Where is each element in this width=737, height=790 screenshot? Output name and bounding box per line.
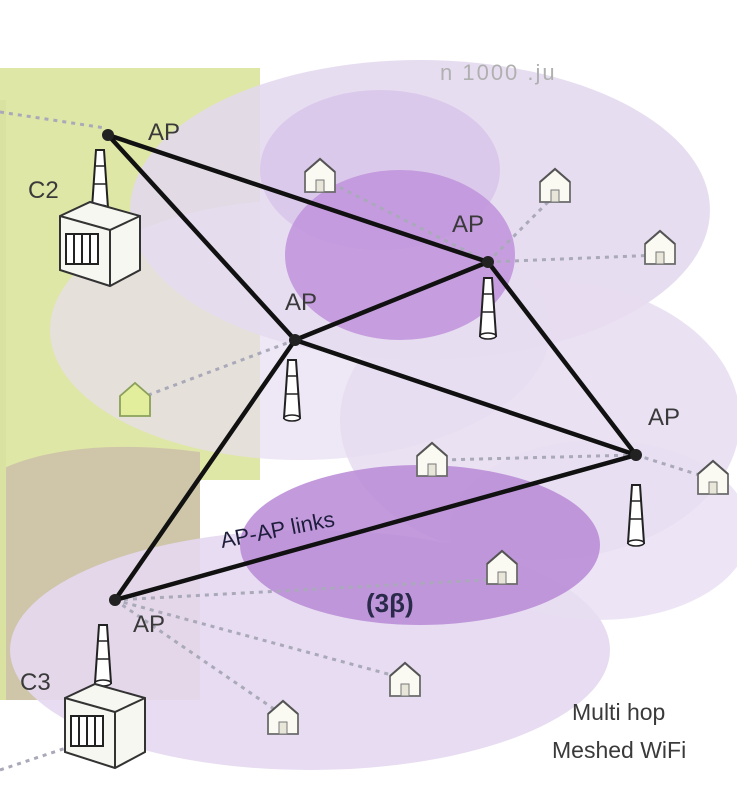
top-text-fragment: n 1000 .ju (440, 60, 557, 85)
access-points (91, 129, 645, 687)
building-icon (64, 683, 146, 769)
ap-label: AP (148, 119, 180, 146)
ap-label: AP (133, 611, 165, 638)
ap-label: AP (285, 289, 317, 316)
beta-label: (3β) (366, 588, 414, 618)
c2-label: C2 (28, 177, 59, 204)
ap-node (482, 256, 494, 268)
ap-node (102, 129, 114, 141)
ap-node (630, 449, 642, 461)
ap-ap-links (105, 132, 639, 603)
caption-line-2: Meshed WiFi (552, 737, 686, 763)
ap-node (109, 594, 121, 606)
ap-label: AP (648, 404, 680, 431)
ap-node (289, 334, 301, 346)
client-houses (119, 158, 729, 735)
caption-line-1: Multi hop (572, 699, 665, 725)
house-icon-green (119, 381, 151, 417)
building-icon (59, 201, 141, 287)
antenna-icon (479, 277, 497, 340)
antenna-icon (94, 624, 112, 687)
c3-label: C3 (20, 669, 51, 696)
antenna-icon (91, 149, 109, 212)
antenna-icon (627, 484, 645, 547)
antenna-icon (283, 359, 301, 422)
ap-label: AP (452, 211, 484, 238)
